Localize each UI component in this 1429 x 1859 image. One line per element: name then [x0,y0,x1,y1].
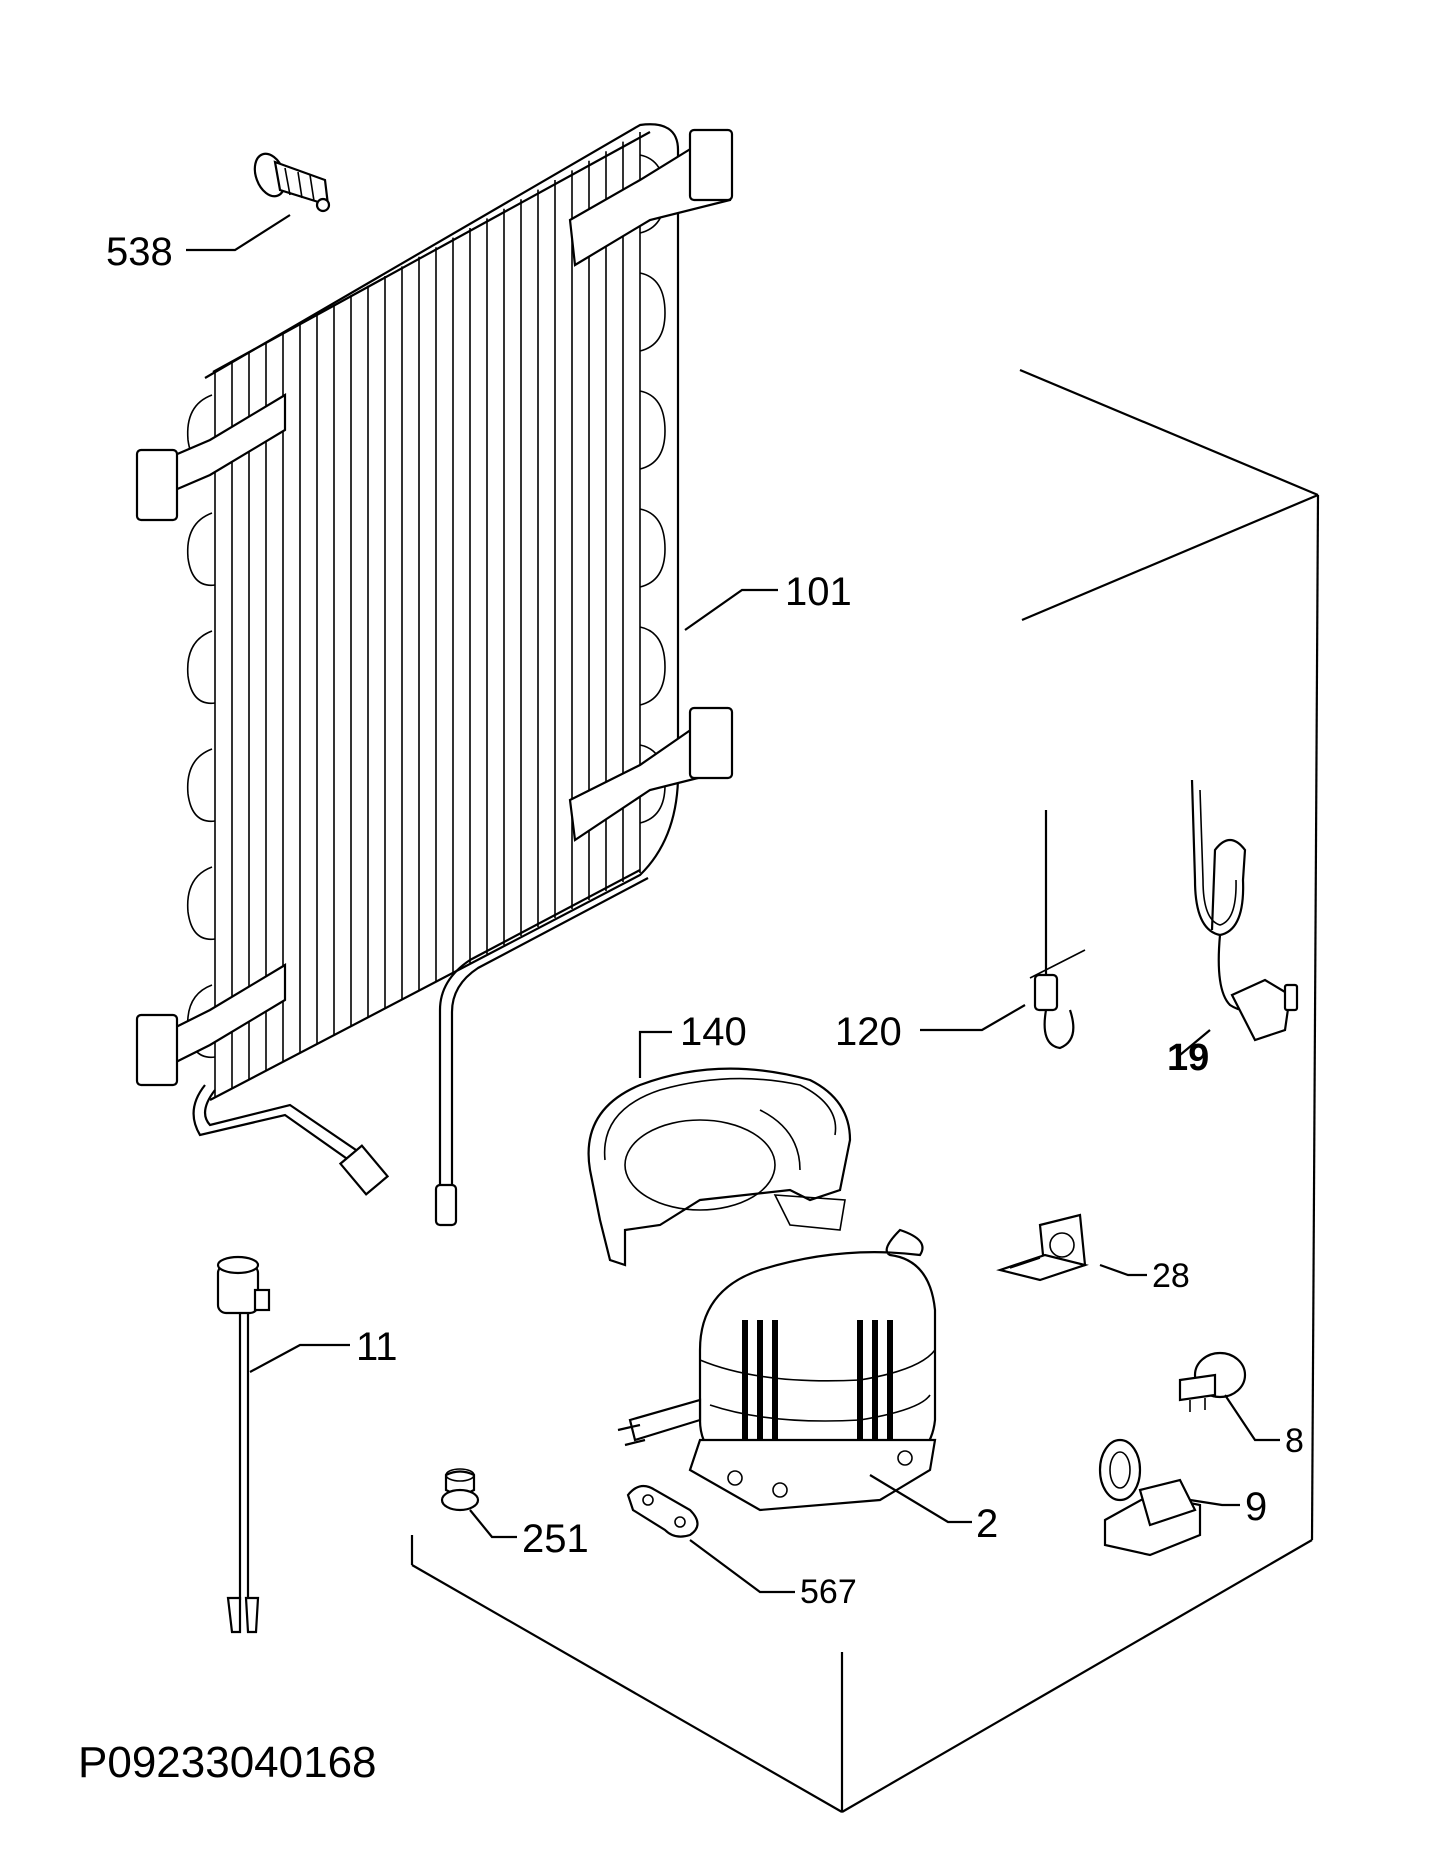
condenser-tube-bend [186,630,216,705]
label-120: 120 [835,1010,902,1054]
clamp-part-9 [1098,1438,1202,1557]
label-11: 11 [356,1325,398,1369]
label-28: 28 [1152,1257,1190,1295]
condenser-wires [214,132,641,1098]
tray-part-140 [587,1067,852,1267]
label-2: 2 [976,1502,998,1546]
condenser-tube-bend [639,390,666,470]
label-19: 19 [1167,1037,1209,1079]
condenser-tube-bend [639,272,666,352]
clip-part-538 [253,152,331,213]
bracket-part-28 [996,1213,1089,1282]
condenser-part [135,123,734,1227]
label-567: 567 [800,1573,857,1611]
diagram-reference-code: P09233040168 [78,1738,377,1787]
condenser-tube-bend [186,748,216,823]
plate-part-567 [626,1484,699,1538]
part-labels: 538 101 140 120 19 28 11 8 9 2 251 567 [106,230,1304,1611]
label-140: 140 [680,1010,747,1054]
heater-part-11 [216,1255,271,1634]
compressor-part-2 [617,1228,937,1512]
grommet-part-251 [440,1468,480,1512]
label-9: 9 [1245,1485,1267,1529]
power-cord-part-19 [1190,779,1299,1042]
label-8: 8 [1285,1422,1304,1460]
relay-part-8 [1178,1351,1247,1412]
label-538: 538 [106,230,173,274]
cabinet-outline [410,368,1320,1813]
condenser-bracket [135,128,734,1087]
condenser-tube-bend [639,508,666,588]
label-101: 101 [785,570,852,614]
label-251: 251 [522,1517,589,1561]
condenser-tube-bend [186,866,216,941]
sensor-part-120 [1029,810,1086,1050]
condenser-tube-bend [639,626,666,706]
leader-lines [186,214,1280,1594]
condenser-tube-bend [186,512,216,587]
